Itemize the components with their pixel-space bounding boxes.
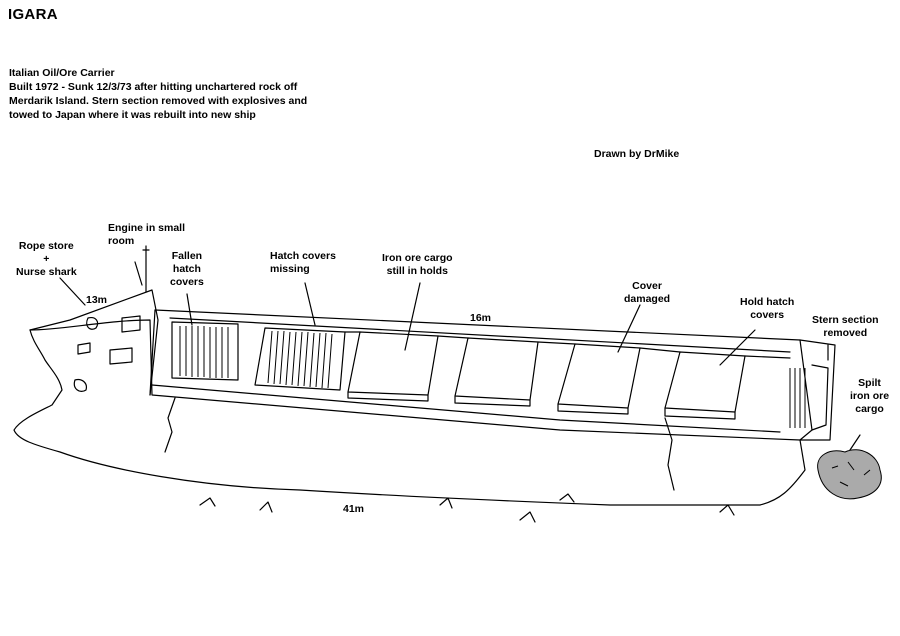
hatch-4: [454, 337, 539, 401]
ore-pile: [817, 449, 882, 500]
page-title: IGARA: [8, 6, 58, 23]
deck-outline: [154, 309, 836, 441]
dimension-length: 41m: [343, 503, 365, 515]
hatch-3: [347, 331, 439, 396]
hatch-2: [254, 327, 346, 391]
deck-rail-far: [169, 317, 791, 353]
stern-cut: [799, 339, 813, 441]
description-line-1: Italian Oil/Ore Carrier: [9, 67, 115, 79]
hatch-6: [664, 351, 746, 413]
author-credit: Drawn by DrMike: [594, 148, 680, 160]
description-line-3: Merdarik Island. Stern section removed w…: [9, 95, 308, 107]
seabed: [199, 493, 735, 523]
dimension-beam: 16m: [470, 312, 492, 324]
label-rope-store: Rope store+Nurse shark: [16, 240, 77, 278]
dimension-depth: 13m: [86, 294, 108, 306]
hatch-1: [171, 321, 239, 381]
description-line-4: towed to Japan where it was rebuilt into…: [9, 109, 256, 121]
description-line-2: Built 1972 - Sunk 12/3/73 after hitting …: [9, 81, 298, 93]
hull-side: [13, 319, 806, 506]
deck-rail-near: [151, 384, 781, 433]
hatch-5: [557, 343, 641, 409]
hull-crack: [164, 397, 176, 453]
mast: [142, 245, 150, 293]
bow-face: [29, 289, 159, 396]
deck-outline-near: [149, 309, 156, 396]
